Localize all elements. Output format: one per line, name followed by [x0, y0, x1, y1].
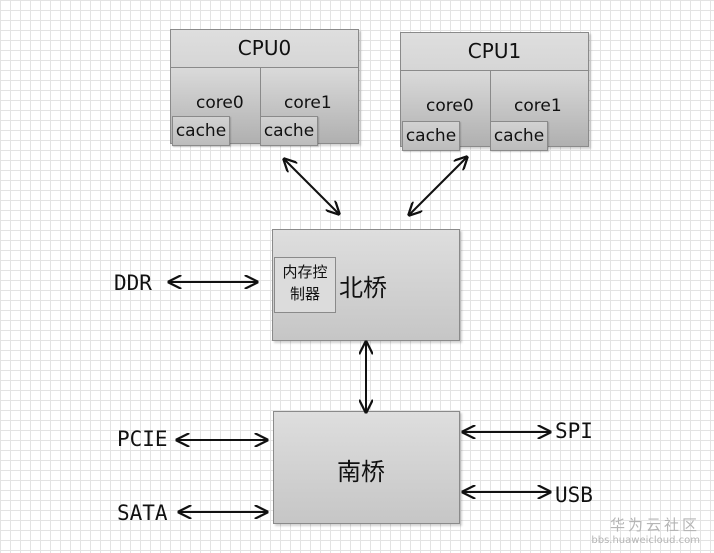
cpu1-title: CPU1: [401, 33, 588, 71]
sata-label: SATA: [117, 501, 168, 525]
memory-controller-box: 内存控 制器: [274, 257, 336, 313]
usb-label: USB: [555, 483, 593, 507]
spi-label: SPI: [555, 419, 593, 443]
cpu1-core0-cache: cache: [402, 121, 460, 151]
north-bridge-box: 内存控 制器 北桥: [272, 229, 460, 341]
cpu1-core1-label: core1: [514, 96, 562, 116]
cpu1-northbridge-arrow: [409, 157, 467, 215]
north-bridge-label: 北桥: [339, 274, 387, 302]
cpu1-core0-label: core0: [426, 96, 474, 116]
cpu0-northbridge-arrow: [284, 159, 339, 214]
cpu0-title: CPU0: [171, 30, 358, 68]
south-bridge-box: 南桥: [273, 411, 460, 524]
memory-controller-label-line1: 内存控: [282, 263, 328, 281]
cpu0-box: CPU0 core0 core1 cache cache: [170, 29, 359, 146]
watermark-name: 华为云社区: [609, 516, 700, 534]
cpu0-core1-label: core1: [284, 93, 332, 113]
cpu1-box: CPU1 core0 core1 cache cache: [400, 32, 589, 151]
watermark: 华为云社区 bbs.huaweicloud.com: [591, 514, 700, 546]
pcie-label: PCIE: [117, 427, 168, 451]
ddr-label: DDR: [114, 271, 152, 295]
cpu0-core0-label: core0: [196, 93, 244, 113]
cpu1-core-divider: [490, 71, 491, 146]
cpu0-core1-cache: cache: [260, 116, 318, 146]
watermark-url: bbs.huaweicloud.com: [591, 535, 700, 546]
memory-controller-label-line2: 制器: [289, 285, 320, 303]
cpu1-core1-cache: cache: [490, 121, 548, 151]
south-bridge-label: 南桥: [337, 458, 385, 486]
cpu0-core0-cache: cache: [172, 116, 230, 146]
cpu0-core-divider: [260, 68, 261, 143]
